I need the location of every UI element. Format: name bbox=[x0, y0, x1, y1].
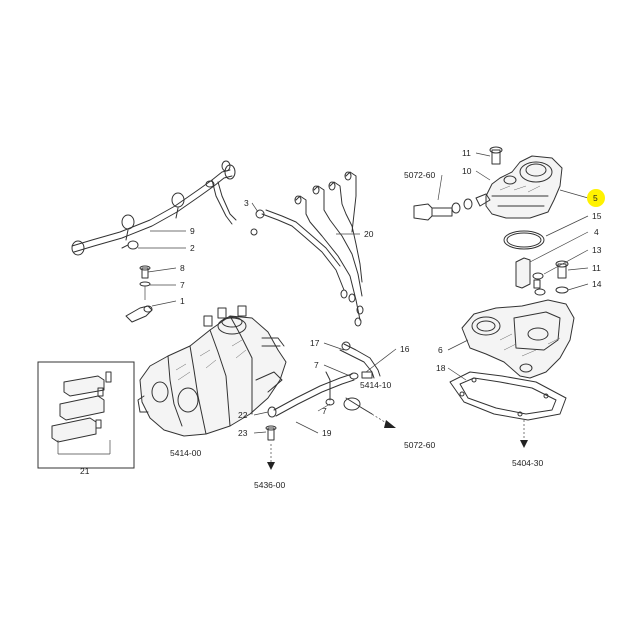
callout-8: 8 bbox=[180, 263, 185, 273]
callout-10: 10 bbox=[462, 166, 472, 176]
callout-18: 18 bbox=[436, 363, 446, 373]
highlight-marker bbox=[587, 189, 605, 207]
banjo-bolt-group bbox=[125, 265, 153, 323]
callout-20: 20 bbox=[364, 229, 374, 239]
pump-housing bbox=[461, 299, 575, 379]
injection-pump bbox=[137, 305, 287, 437]
callout-17: 17 bbox=[310, 338, 320, 348]
callout-15: 15 bbox=[592, 211, 602, 221]
ref-5404-30: 5404-30 bbox=[512, 458, 543, 468]
callout-5: 5 bbox=[593, 193, 598, 203]
callout-11-b: 11 bbox=[592, 263, 601, 273]
reference-arrows bbox=[267, 407, 528, 470]
callout-13: 13 bbox=[592, 245, 602, 255]
ref-5414-10: 5414-10 bbox=[360, 380, 391, 390]
arrow-5436-00-icon bbox=[267, 462, 275, 470]
callout-14: 14 bbox=[592, 279, 602, 289]
control-linkage bbox=[265, 371, 373, 441]
callout-22: 22 bbox=[238, 410, 248, 420]
callout-23: 23 bbox=[238, 428, 248, 438]
ref-5436-00: 5436-00 bbox=[254, 480, 285, 490]
gasket bbox=[449, 371, 567, 440]
injection-pipes bbox=[250, 171, 364, 327]
ref-5414-00: 5414-00 bbox=[170, 448, 201, 458]
callout-3: 3 bbox=[244, 198, 249, 208]
leader-lines bbox=[138, 152, 589, 434]
callout-7-b: 7 bbox=[314, 360, 319, 370]
pump-cover-group bbox=[485, 146, 563, 219]
callout-1: 1 bbox=[180, 296, 185, 306]
inset-box bbox=[37, 361, 135, 469]
callout-19: 19 bbox=[322, 428, 332, 438]
banjo-fitting-2 bbox=[121, 240, 139, 250]
callout-labels: 9 2 8 7 1 3 20 17 7 16 22 7 23 19 21 11 … bbox=[80, 148, 605, 476]
fuel-hose-group bbox=[339, 341, 381, 380]
banjo-bolt-5072 bbox=[413, 193, 491, 221]
callout-21: 21 bbox=[80, 466, 90, 476]
callout-11-a: 11 bbox=[462, 148, 471, 158]
callout-16: 16 bbox=[400, 344, 410, 354]
callout-4: 4 bbox=[594, 227, 599, 237]
oring-pin-group bbox=[503, 230, 569, 296]
arrow-5072-60-icon bbox=[384, 420, 396, 428]
reference-labels: 5072-60 5414-10 5072-60 5414-00 5436-00 … bbox=[170, 170, 543, 490]
callout-9: 9 bbox=[190, 226, 195, 236]
callout-7-a: 7 bbox=[180, 280, 185, 290]
ref-5072-60-bottom: 5072-60 bbox=[404, 440, 435, 450]
callout-2: 2 bbox=[190, 243, 195, 253]
arrow-5404-30-icon bbox=[520, 440, 528, 448]
ref-5072-60-top: 5072-60 bbox=[404, 170, 435, 180]
fuel-return-pipe bbox=[71, 160, 237, 256]
callout-7-c: 7 bbox=[322, 406, 327, 416]
callout-6: 6 bbox=[438, 345, 443, 355]
